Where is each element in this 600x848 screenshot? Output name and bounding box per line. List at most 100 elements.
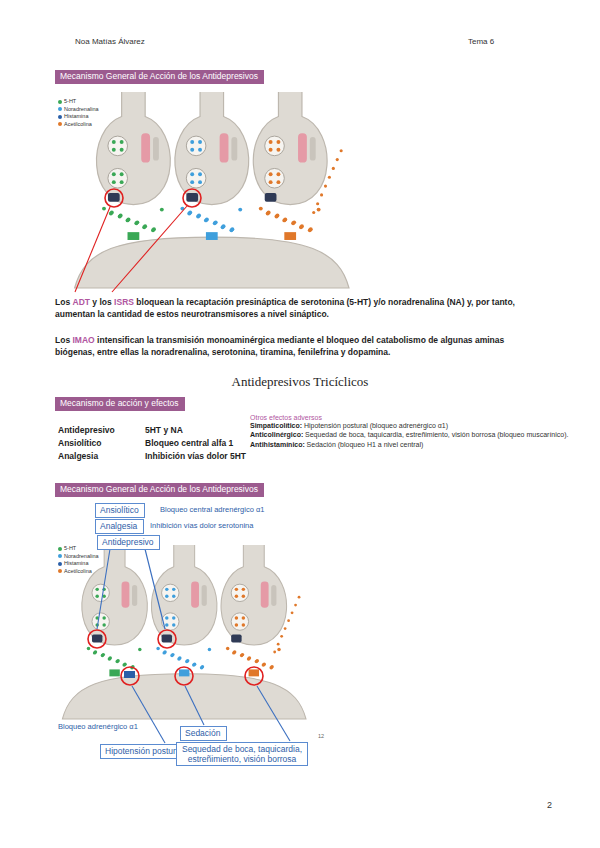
text-label: Antidepresivo xyxy=(58,425,115,435)
mitochondria xyxy=(271,585,276,606)
node-text: Mecanismo General de Acción de los Antid… xyxy=(60,484,259,495)
reuptake-transporter xyxy=(186,193,198,202)
node-text: Sequedad de boca, taquicardia, estreñimi… xyxy=(181,744,303,764)
legend-item: Acetilcolina xyxy=(58,122,92,128)
section-bar: Mecanismo General de Acción de los Antid… xyxy=(55,70,264,84)
vesicle xyxy=(265,168,285,188)
mitochondria xyxy=(261,582,269,608)
text-label: Analgesia xyxy=(58,451,98,461)
text-label: Antidepresivos Tricíclicos xyxy=(0,374,600,390)
text-label: Otros efectos adversos xyxy=(250,414,322,421)
mitochondria xyxy=(122,582,130,608)
effect-box: Sedación xyxy=(180,726,227,741)
receptor xyxy=(179,669,189,676)
legend-item: 5-HT xyxy=(58,99,76,105)
presynaptic-terminal xyxy=(82,545,148,645)
legend-item: Histamina xyxy=(58,114,88,120)
legend-text: Acetilcolina xyxy=(64,121,92,127)
reuptake-transporter xyxy=(108,193,120,202)
legend-text: Noradrenalina xyxy=(64,106,99,112)
highlight-circle xyxy=(175,667,193,685)
leader-line xyxy=(132,686,165,743)
highlight-circle xyxy=(105,189,123,207)
legend-text: Histamina xyxy=(64,560,88,566)
text-label: intensifican la transmisión monoaminérgi… xyxy=(55,335,504,357)
presynaptic-terminal xyxy=(175,92,249,205)
legend-text: Noradrenalina xyxy=(64,553,99,559)
text-label: Antihistamínico: xyxy=(250,441,305,448)
mitochondria xyxy=(153,137,159,161)
effect-box: Analgesia xyxy=(95,519,144,534)
text-block: Otros efectos adversosSimpaticolítico:Hi… xyxy=(250,414,594,449)
vesicle xyxy=(265,136,285,156)
text-label: 12 xyxy=(318,733,324,739)
node-text: Antidepresivo xyxy=(102,537,155,547)
effect-box: Sequedad de boca, taquicardia, estreñimi… xyxy=(176,742,308,766)
highlight-circle xyxy=(88,630,106,648)
mitochondria xyxy=(220,133,229,162)
receptor xyxy=(128,232,140,240)
vesicle xyxy=(186,168,206,188)
text-label: ISRS xyxy=(114,297,134,307)
legend-swatch xyxy=(58,122,62,126)
legend-swatch xyxy=(58,554,62,558)
section-bar: Mecanismo de acción y efectos xyxy=(55,397,185,411)
reuptake-transporter xyxy=(231,635,241,643)
text-label: Simpaticolítico: xyxy=(250,422,302,429)
node-text: Mecanismo General de Acción de los Antid… xyxy=(60,71,259,82)
legend-swatch xyxy=(58,100,62,104)
node-text: Hipotensión postural xyxy=(105,746,184,756)
highlight-circle xyxy=(121,667,139,685)
legend-swatch xyxy=(58,107,62,111)
node-text: Mecanismo de acción y efectos xyxy=(60,398,180,409)
text-label: ADT xyxy=(73,297,90,307)
text-label: Los xyxy=(55,335,70,345)
vesicle xyxy=(231,613,248,630)
section-bar: Mecanismo General de Acción de los Antid… xyxy=(55,483,264,497)
synapse-illustration xyxy=(75,92,349,288)
text-label: IMAO xyxy=(73,335,95,345)
legend-text: 5-HT xyxy=(64,98,76,104)
vesicle xyxy=(108,168,128,188)
vesicle xyxy=(108,136,128,156)
mitochondria xyxy=(298,133,307,162)
highlight-circle xyxy=(245,667,263,685)
receptor xyxy=(249,669,259,676)
receptor xyxy=(206,232,218,240)
postsynaptic-neuron xyxy=(62,674,306,719)
legend-item: Histamina xyxy=(58,561,88,567)
text-label: Ansiolítico xyxy=(58,438,101,448)
text-label: Hipotensión postural (bloqueo adrenérgic… xyxy=(304,422,448,429)
legend-swatch xyxy=(58,115,62,119)
text-label: Inhibición vías dolor 5HT xyxy=(145,451,246,461)
legend-text: Acetilcolina xyxy=(64,568,92,574)
legend-text: 5-HT xyxy=(64,545,76,551)
synapse-illustration xyxy=(62,545,306,719)
legend-swatch xyxy=(58,562,62,566)
reuptake-transporter xyxy=(162,635,172,643)
node-text: Analgesia xyxy=(100,521,139,531)
leader-line xyxy=(257,686,290,741)
presynaptic-terminal xyxy=(151,545,217,645)
text-label: Bloqueo central adrenérgico α1 xyxy=(160,505,264,514)
text-block: LosADTy losISRSbloquean la recaptación p… xyxy=(55,296,545,321)
mitochondria xyxy=(141,133,150,162)
highlight-circle xyxy=(183,189,201,207)
node-text: Sedación xyxy=(185,728,222,738)
mitochondria xyxy=(202,585,207,606)
effect-box: Antidepresivo xyxy=(97,535,160,550)
text-block: Otros efectos adversos xyxy=(250,414,594,421)
text-label: Tema 6 xyxy=(468,37,494,46)
text-label: 2 xyxy=(547,800,552,810)
mitochondria xyxy=(231,137,237,161)
text-block: Anticolinérgico:Sequedad de boca, taquic… xyxy=(250,430,594,439)
legend-swatch xyxy=(58,547,62,551)
text-label: Noa Matías Álvarez xyxy=(75,37,145,46)
receptor xyxy=(109,669,119,676)
text-label: Bloqueo central alfa 1 xyxy=(145,438,233,448)
leader-line xyxy=(112,206,187,292)
text-label: Inhibición vías dolor serotonina xyxy=(150,521,253,530)
text-label: 5HT y NA xyxy=(145,425,183,435)
legend-item: Acetilcolina xyxy=(58,569,92,575)
vesicle xyxy=(92,584,109,601)
